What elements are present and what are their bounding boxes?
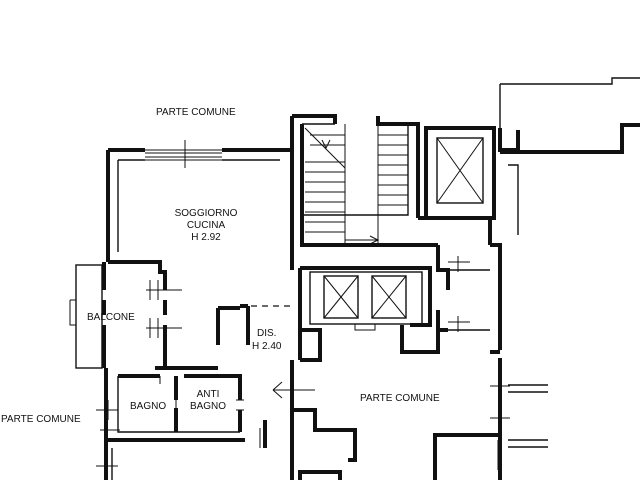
label-dis: DIS. [257,328,276,339]
balcony [69,264,103,369]
label-bagno: BAGNO [130,401,166,412]
label-soggiorno: SOGGIORNO [175,208,238,219]
label-soggiorno-height: H 2.92 [191,232,221,243]
label-anti-bagno: BAGNO [190,401,226,412]
label-anti: ANTI [197,389,220,400]
label-balcone: BALCONE [87,312,135,323]
stair-core [290,114,548,480]
label-parte-comune-left: PARTE COMUNE [1,414,81,425]
label-parte-comune-center: PARTE COMUNE [360,393,440,404]
room-labels: PARTE COMUNE SOGGIORNO CUCINA H 2.92 BAL… [1,107,440,425]
corridor-marks [240,305,315,399]
apartment-walls [102,148,290,480]
label-parte-comune-top: PARTE COMUNE [156,107,236,118]
window-markings [96,140,244,476]
label-dis-height: H 2.40 [252,341,282,352]
label-cucina: CUCINA [187,220,226,231]
neighbour-structure [498,77,640,235]
